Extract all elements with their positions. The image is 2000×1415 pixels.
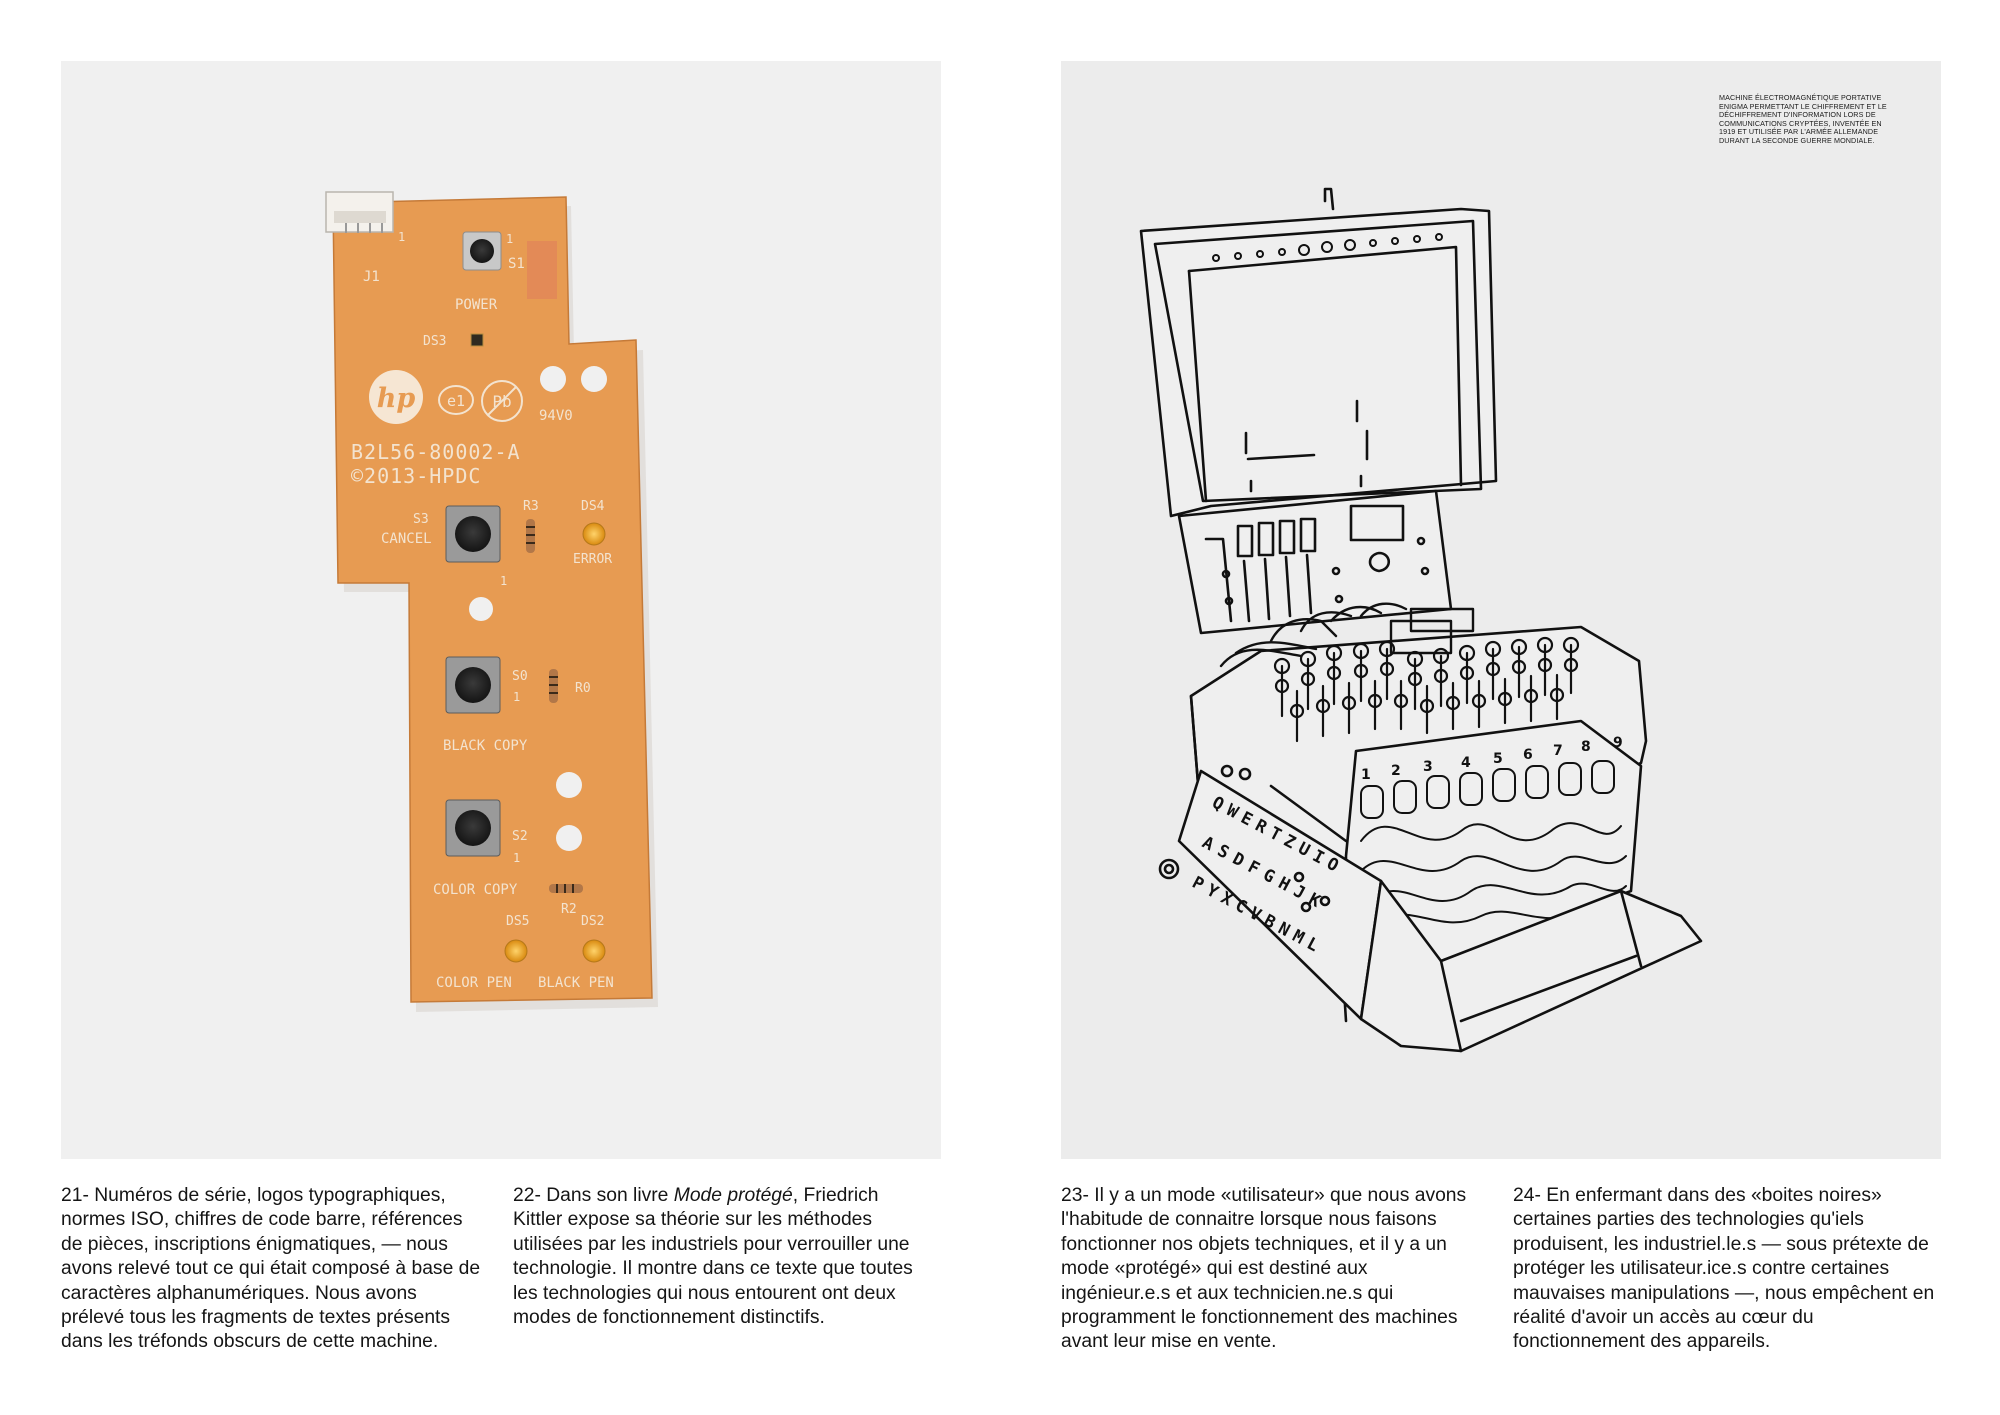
pcb-illustration: J1 1 1 S1 POWER DS3 hp <box>325 191 658 1012</box>
s0-pin: 1 <box>513 690 520 704</box>
ds3-led <box>470 333 484 347</box>
rating-label: 94V0 <box>539 408 573 424</box>
svg-text:Pb: Pb <box>492 392 511 411</box>
r0-label: R0 <box>575 681 591 696</box>
plug-number: 9 <box>1613 735 1623 751</box>
red-stamp <box>527 241 557 299</box>
copyright: ©2013-HPDC <box>351 464 481 488</box>
power-label: POWER <box>455 297 498 313</box>
mounting-hole <box>469 597 493 621</box>
plug-number: 1 <box>1361 767 1371 783</box>
s3-pin: 1 <box>500 574 507 588</box>
mounting-hole <box>556 772 582 798</box>
enigma-drawing: 1 2 3 4 5 6 7 8 9 QWERTZUIO ASDFGHJK <box>1139 187 1703 1053</box>
mounting-hole <box>556 825 582 851</box>
black-pen-label: BLACK PEN <box>538 975 614 991</box>
r3-label: R3 <box>523 499 539 514</box>
left-page: J1 1 1 S1 POWER DS3 hp <box>61 61 941 1355</box>
note-21-number: 21- <box>61 1185 89 1206</box>
ds4-led <box>582 522 606 546</box>
note-23: 23- Il y a un mode «utilisateur» que nou… <box>1061 1184 1481 1355</box>
pb-free-mark: Pb <box>481 380 523 422</box>
ds4-label: DS4 <box>581 499 605 514</box>
book-title: Mode protégé <box>673 1185 793 1206</box>
ds5-label: DS5 <box>506 914 529 929</box>
note-24: 24- En enfermant dans des «boites noires… <box>1513 1184 1943 1355</box>
mounting-hole <box>581 366 607 392</box>
svg-text:e1: e1 <box>447 392 465 410</box>
note-22-intro: Dans son livre <box>546 1185 669 1206</box>
note-23-text: Il y a un mode «utilisateur» que nous av… <box>1061 1185 1467 1353</box>
cancel-label: CANCEL <box>381 531 432 547</box>
connector-j1 <box>325 191 394 233</box>
note-21: 21- Numéros de série, logos typographiqu… <box>61 1184 481 1355</box>
cancel-button <box>445 505 501 563</box>
plug-number: 6 <box>1523 747 1533 763</box>
note-21-text: Numéros de série, logos typographiques, … <box>61 1185 481 1353</box>
plug-number: 3 <box>1423 759 1433 775</box>
power-pin: 1 <box>506 232 513 246</box>
plug-number: 7 <box>1553 743 1563 759</box>
resistor-r2 <box>549 884 583 893</box>
s2-label: S2 <box>512 829 528 844</box>
note-22-text: , Friedrich Kittler expose sa théorie su… <box>513 1185 913 1329</box>
part-number: B2L56-80002-A <box>351 440 521 464</box>
enigma-caption: Machine électromagnétique portative Enig… <box>1719 93 1887 145</box>
ds3-label: DS3 <box>423 334 446 349</box>
note-22-number: 22- <box>513 1185 541 1206</box>
enigma-plate: Machine électromagnétique portative Enig… <box>1061 61 1941 1159</box>
pcb-photo: J1 1 1 S1 POWER DS3 hp <box>61 61 941 1159</box>
j1-label: J1 <box>363 269 380 285</box>
plug-number: 5 <box>1493 751 1503 767</box>
hp-logo: hp <box>369 370 423 424</box>
s0-label: S0 <box>512 669 528 684</box>
svg-text:hp: hp <box>377 383 416 414</box>
color-pen-label: COLOR PEN <box>436 975 512 991</box>
s1-label: S1 <box>508 256 525 272</box>
error-label: ERROR <box>573 552 612 567</box>
black-copy-button <box>445 656 501 714</box>
note-23-number: 23- <box>1061 1185 1089 1206</box>
r2-label: R2 <box>561 902 577 917</box>
ds5-led <box>504 939 528 963</box>
plug-number: 2 <box>1391 763 1401 779</box>
ds2-led <box>582 939 606 963</box>
note-22: 22- Dans son livre Mode protégé, Friedri… <box>513 1184 933 1330</box>
power-button <box>462 231 502 271</box>
note-24-number: 24- <box>1513 1185 1541 1206</box>
mounting-hole <box>540 366 566 392</box>
resistor-r3 <box>526 519 535 553</box>
e1-mark <box>438 385 474 415</box>
s3-label: S3 <box>413 512 429 527</box>
resistor-r0 <box>549 669 558 703</box>
black-copy-label: BLACK COPY <box>443 738 528 754</box>
color-copy-label: COLOR COPY <box>433 882 518 898</box>
plug-number: 4 <box>1461 755 1471 771</box>
color-copy-button <box>445 799 501 857</box>
ds2-label: DS2 <box>581 914 604 929</box>
right-page: Machine électromagnétique portative Enig… <box>1000 0 2000 1415</box>
plug-number: 8 <box>1581 739 1591 755</box>
s2-pin: 1 <box>513 851 520 865</box>
j1-pin-label: 1 <box>398 230 405 244</box>
note-24-text: En enfermant dans des «boites noires» ce… <box>1513 1185 1935 1353</box>
